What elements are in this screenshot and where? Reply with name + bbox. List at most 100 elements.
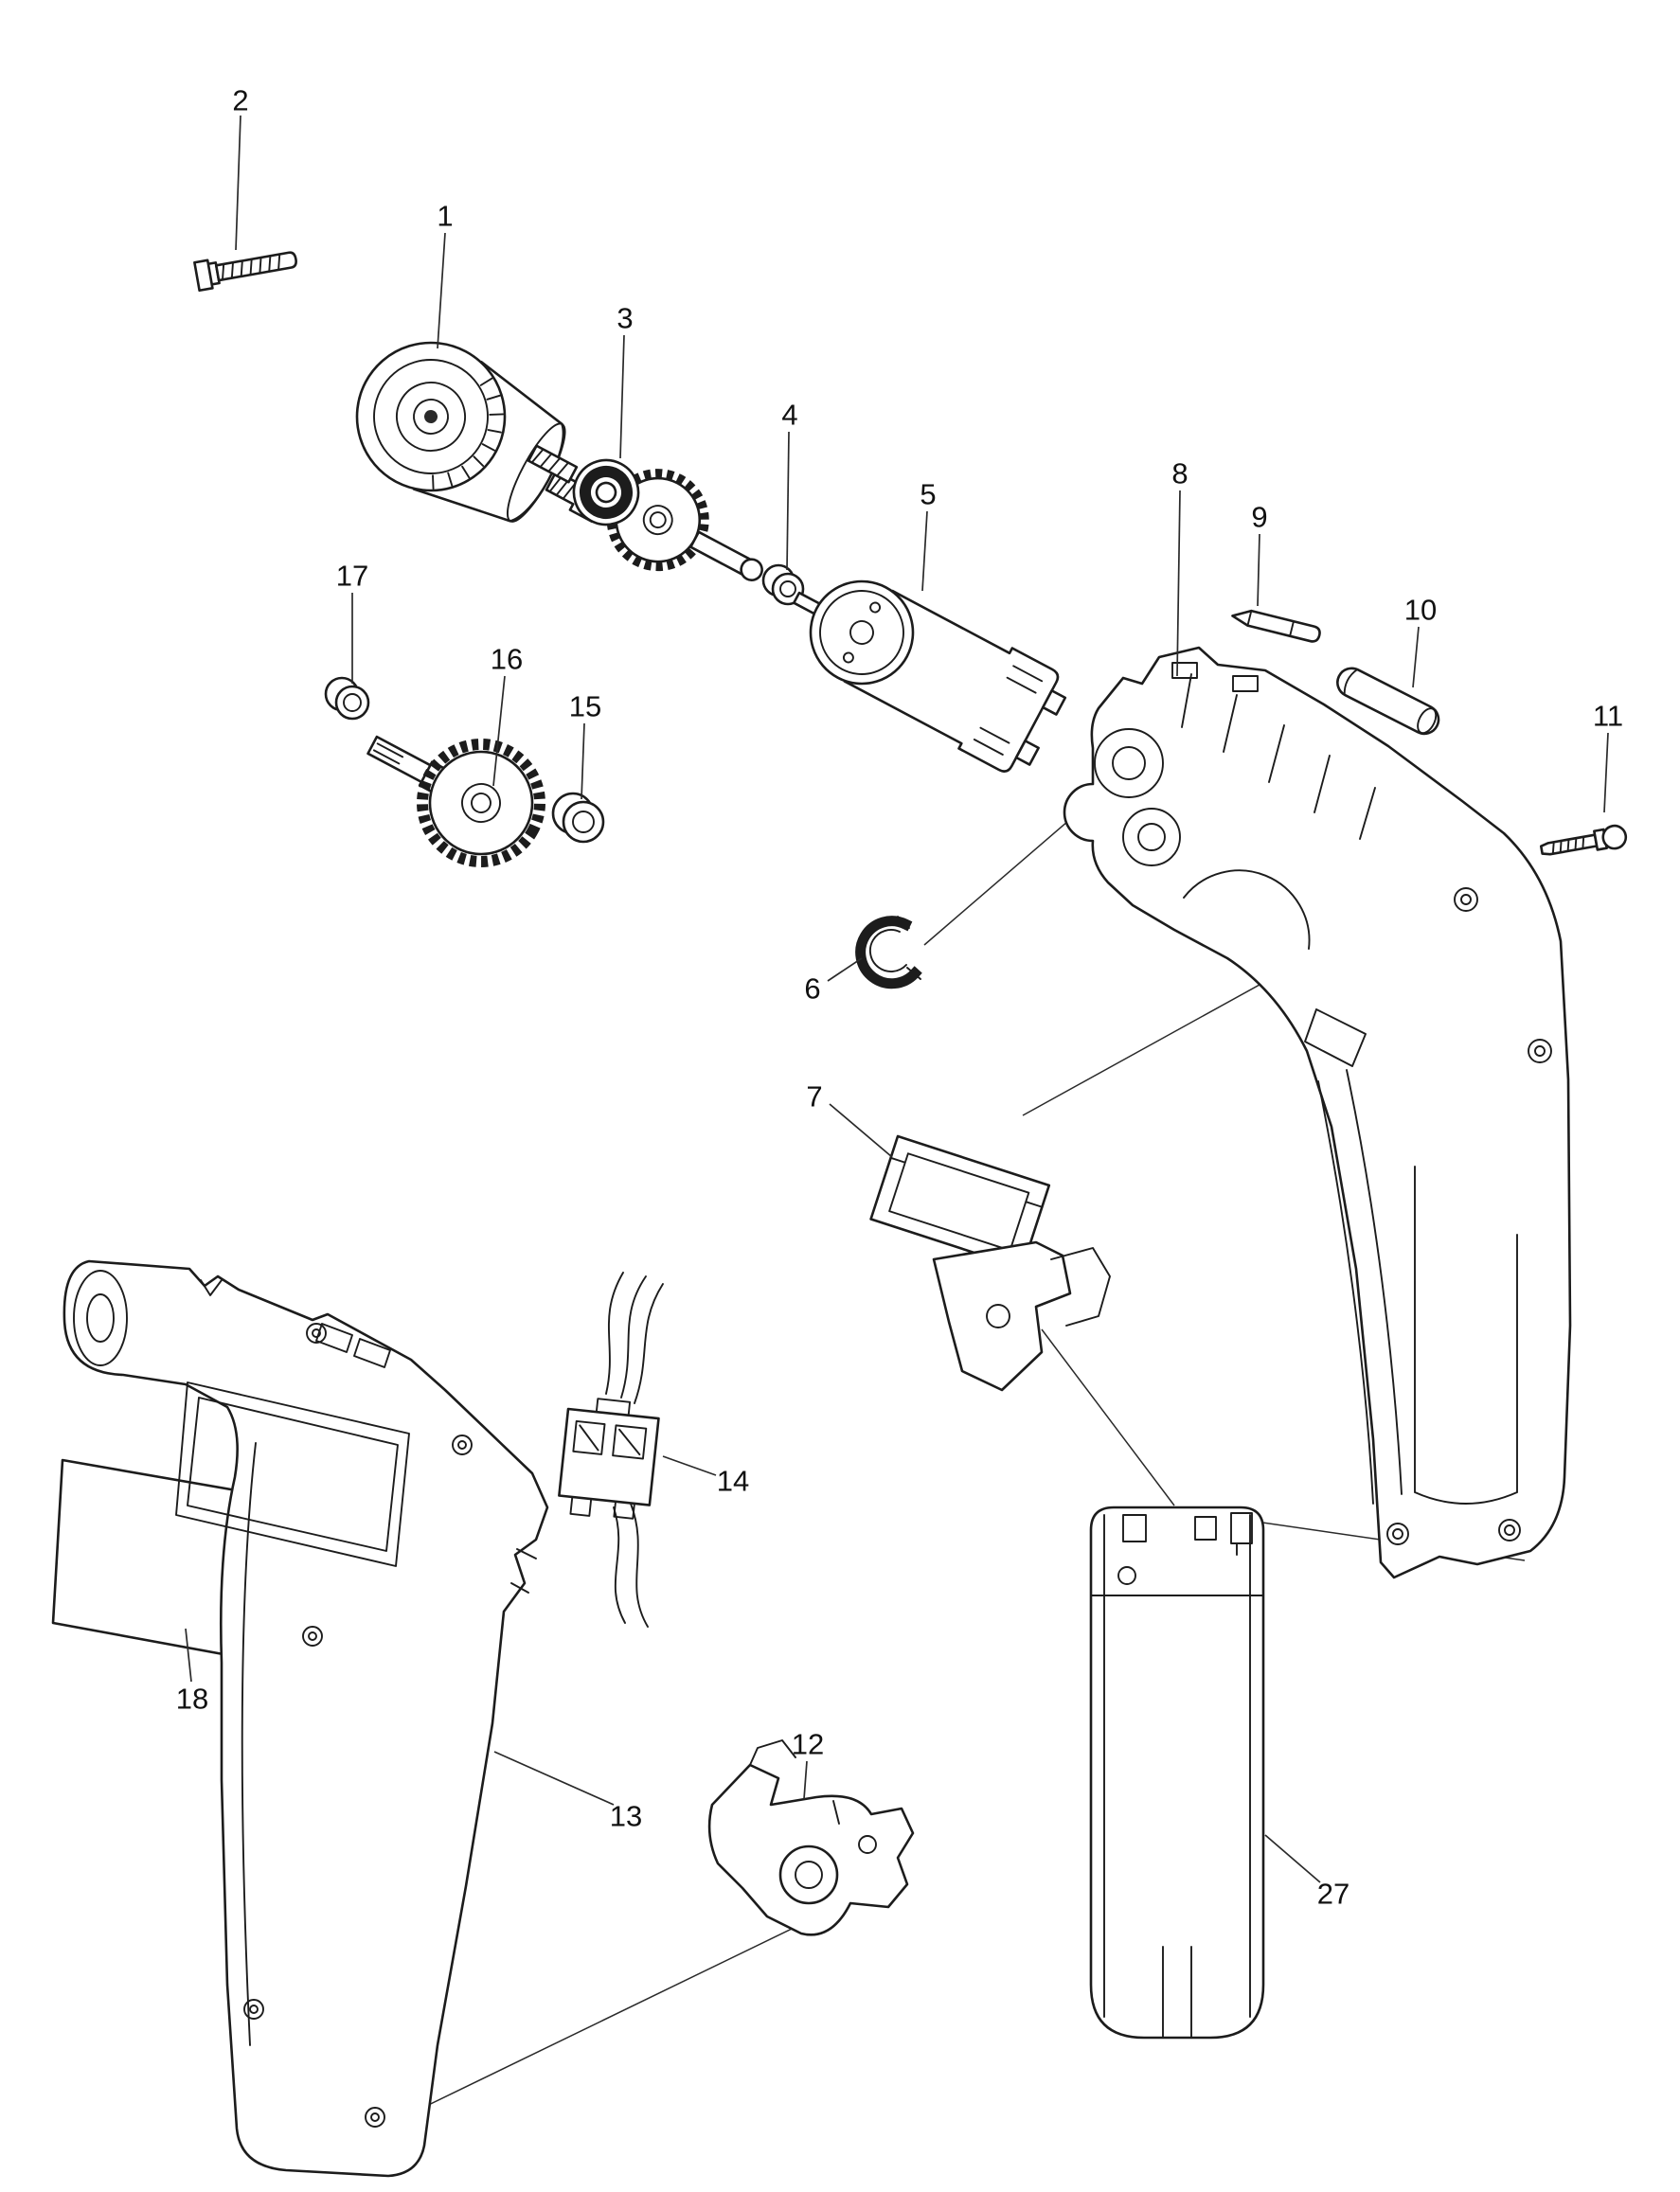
part-27-terminal	[1117, 1566, 1136, 1585]
part-5-motor	[793, 579, 1067, 773]
part-13-boss-3-inner	[308, 1631, 317, 1641]
part-7-pivot	[986, 1304, 1010, 1328]
callout-11: 11	[1593, 700, 1623, 813]
part-2-threads	[222, 253, 281, 281]
part-16-shaft-splines	[372, 742, 404, 765]
part-1-rear-rim	[507, 422, 566, 523]
part-14-tabs	[569, 1398, 635, 1520]
part-14-body-group	[558, 1398, 660, 1520]
leader-line-16	[492, 675, 506, 787]
part-17-bore	[343, 693, 362, 712]
part-number-7: 7	[806, 1080, 822, 1114]
part-13-grip-contour	[241, 1442, 537, 2046]
part-27-seams	[1103, 1514, 1251, 2039]
part-13-front-face-outer	[73, 1270, 128, 1366]
part-8-boss-2-outer	[1528, 1039, 1552, 1063]
part-15-spacer-ring	[551, 792, 605, 844]
part-10-pin-sleeve	[1336, 667, 1440, 736]
part-14-terminals	[572, 1420, 648, 1460]
leader-line-11	[1603, 732, 1609, 813]
part-number-16: 16	[491, 643, 523, 676]
part-9-pin	[1231, 609, 1321, 643]
part-8-boss-4-outer	[1386, 1523, 1409, 1545]
part-5-front-hub	[849, 620, 874, 645]
part-6-clip-inner	[868, 916, 921, 980]
part-13-boss-2-outer	[452, 1435, 473, 1455]
part-13-boss-1-inner	[312, 1328, 321, 1338]
part-8-bearing-seat2-inner	[1137, 823, 1166, 851]
part-8-boss-3-outer	[1498, 1519, 1521, 1542]
callout-4: 4	[781, 399, 798, 571]
callout-17: 17	[336, 560, 368, 684]
part-8-outline	[1063, 646, 1572, 1579]
callout-13: 13	[493, 1751, 642, 1833]
part-3-shaft-end	[740, 558, 763, 581]
part-27-top-details	[1090, 1512, 1264, 1596]
part-5-front-face	[809, 579, 915, 686]
part-11-threads	[1551, 835, 1585, 855]
part-16-reduction-gear	[366, 735, 545, 867]
callout-27: 27	[1264, 1834, 1349, 1911]
part-8-bearing-seat-inner	[1112, 746, 1146, 780]
part-number-11: 11	[1593, 700, 1623, 733]
part-number-3: 3	[617, 302, 633, 335]
part-7-spring-hook	[1050, 1247, 1111, 1327]
part-1-center	[424, 410, 438, 423]
part-2-hex-bolt	[193, 251, 297, 293]
part-9-body	[1231, 609, 1321, 643]
part-1-face-ring	[373, 359, 489, 474]
part-1-drill-chuck	[355, 341, 619, 525]
part-number-14: 14	[717, 1465, 749, 1498]
part-7-trigger-bracket	[932, 1240, 1072, 1392]
part-11-screw	[1539, 824, 1628, 856]
part-5-front-ring	[819, 590, 904, 675]
part-number-13: 13	[610, 1800, 642, 1833]
callout-2: 2	[232, 84, 249, 251]
part-13-outline	[63, 1259, 549, 2178]
part-number-15: 15	[569, 690, 601, 723]
part-16-hub	[461, 783, 501, 823]
part-15-bore	[572, 811, 595, 833]
part-16-teeth	[417, 739, 545, 867]
part-10-edge	[1343, 668, 1359, 696]
part-13-boss-4-inner	[249, 2005, 259, 2014]
part-16-face	[428, 750, 534, 856]
part-17-spacer-ring	[324, 676, 370, 721]
part-3-stub-threads	[530, 448, 570, 477]
leader-line-8	[1176, 490, 1181, 677]
part-3-bearing-ring	[580, 466, 633, 519]
part-4-front-face	[771, 572, 805, 606]
part-17-front-face	[334, 685, 370, 721]
part-13-boss-4-outer	[243, 1999, 264, 2020]
part-number-5: 5	[920, 478, 936, 511]
part-7-switch	[869, 1134, 1111, 1392]
part-15-front-face	[562, 800, 605, 844]
leader-line-10	[1412, 626, 1420, 688]
part-8-housing-right-half	[1063, 646, 1572, 1579]
leader-line-14	[662, 1455, 717, 1476]
part-5-terminal-tabs	[1014, 689, 1067, 766]
part-number-4: 4	[781, 399, 797, 432]
callout-12: 12	[792, 1728, 824, 1800]
part-10-body	[1336, 667, 1440, 736]
leader-line-3	[619, 334, 625, 459]
leader-line-7	[829, 1103, 893, 1158]
leader-line-9	[1257, 533, 1260, 607]
part-number-9: 9	[1251, 501, 1267, 534]
part-5-front-screw-top	[869, 601, 882, 614]
leader-line-12	[803, 1760, 808, 1800]
part-2-shank	[214, 251, 297, 282]
leader-line-2	[235, 115, 241, 251]
part-13-label-recess	[175, 1381, 410, 1567]
part-27-body	[1089, 1506, 1265, 2040]
part-number-6: 6	[804, 972, 820, 1006]
part-12-cam-inner	[795, 1861, 823, 1889]
leader-line-4	[786, 431, 790, 571]
callout-8: 8	[1171, 457, 1189, 677]
part-8-boss-2-inner	[1534, 1045, 1546, 1057]
part-6-retaining-clip	[855, 916, 922, 989]
part-14-wires-bottom	[613, 1503, 649, 1628]
part-12-clip-detail	[749, 1739, 840, 1825]
part-8-interior-details	[1171, 662, 1518, 1505]
part-13-boss-5-inner	[370, 2112, 380, 2122]
